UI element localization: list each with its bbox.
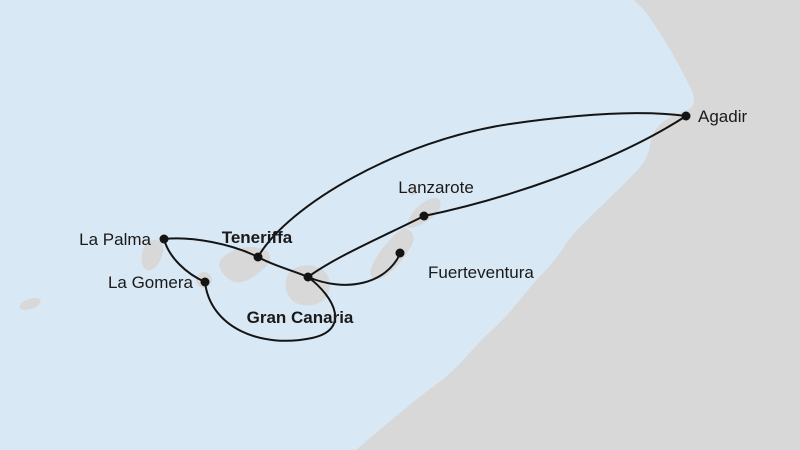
island-la-graciosa (409, 189, 417, 195)
route-gran-canaria-fuerteventura (307, 253, 401, 286)
island-gran-canaria (285, 265, 330, 306)
port-dot-teneriffa (253, 252, 263, 262)
port-label-gran-canaria: Gran Canaria (247, 308, 354, 327)
island-fuerteventura (370, 228, 414, 280)
route-agadir-lanzarote (423, 115, 687, 217)
port-label-la-gomera: La Gomera (108, 273, 194, 292)
african-coast (356, 0, 800, 450)
route-la-gomera-loop-gran-canaria (204, 276, 337, 342)
port-dot-agadir (681, 111, 691, 121)
island-la-palma (141, 239, 164, 271)
port-dot-lanzarote (419, 211, 429, 221)
route-la-palma-la-gomera (163, 238, 206, 283)
port-dot-fuerteventura (395, 248, 405, 258)
port-label-agadir: Agadir (698, 107, 747, 126)
port-label-la-palma: La Palma (79, 230, 151, 249)
port-dot-la-palma (159, 234, 169, 244)
port-labels: La Palma La Gomera Teneriffa Gran Canari… (79, 107, 747, 327)
route-lanzarote-gran-canaria (307, 215, 425, 278)
port-dot-gran-canaria (303, 272, 313, 282)
route-teneriffa-agadir (257, 112, 687, 258)
port-dot-la-gomera (200, 277, 210, 287)
port-label-fuerteventura: Fuerteventura (428, 263, 534, 282)
port-dots (159, 111, 691, 287)
route-lines (163, 112, 687, 342)
route-teneriffa-la-palma (163, 237, 259, 258)
island-el-hierro (19, 298, 41, 310)
port-label-teneriffa: Teneriffa (222, 228, 293, 247)
port-label-lanzarote: Lanzarote (398, 178, 474, 197)
